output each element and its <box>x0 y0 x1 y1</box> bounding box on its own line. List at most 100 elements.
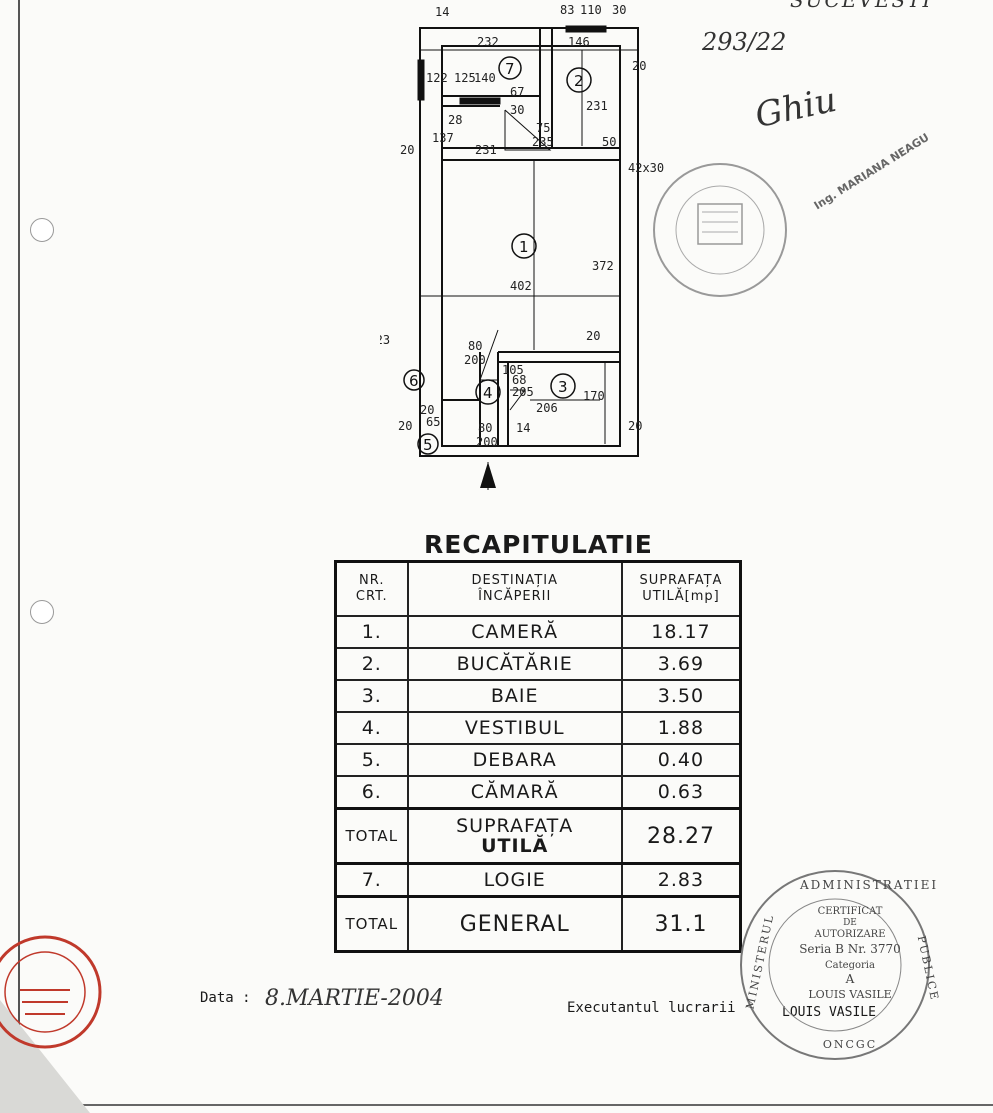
room-number: 1 <box>519 238 529 256</box>
row-room: CĂMARĂ <box>406 775 623 810</box>
room-number: 3 <box>558 378 568 396</box>
engineer-stamp: Ing. MARIANA NEAGU <box>811 130 932 213</box>
corner-text: SUCEVESTI <box>790 0 933 12</box>
total-label: TOTAL <box>334 807 409 865</box>
row-area: 0.63 <box>620 775 742 810</box>
page-edge-bottom <box>0 1104 993 1106</box>
dim-label: 140 <box>474 71 496 85</box>
executant-label: Executantul lucrarii <box>567 1000 736 1016</box>
page-edge-left <box>18 0 20 1113</box>
stamp-line: Seria B Nr. 3770 <box>799 942 901 956</box>
cadastre-seal <box>653 163 787 297</box>
dim-label: 80 <box>478 421 492 435</box>
dim-label: 231 <box>586 99 608 113</box>
dim-label: 50 <box>602 135 616 149</box>
dim-label: 125 <box>454 71 476 85</box>
room-number: 2 <box>574 72 584 90</box>
row-area: 1.88 <box>620 711 742 745</box>
outer-wall <box>419 27 639 457</box>
dim-label: 20 <box>420 403 434 417</box>
stamp-line: A <box>845 972 855 986</box>
inner-wall <box>441 45 621 447</box>
dim-label: 75 <box>536 121 550 135</box>
dim-label: 65 <box>426 415 440 429</box>
dim-label: 68 <box>512 373 526 387</box>
loggia-row: 7. LOGIE 2.83 <box>334 862 742 898</box>
entrance-arrow <box>480 462 496 490</box>
row-nr: 1. <box>334 615 409 649</box>
dim-label: 20 <box>400 143 414 157</box>
dim-label: 372 <box>592 259 614 273</box>
handwritten-reference: 293/22 <box>702 28 787 56</box>
dim-label: 14 <box>516 421 530 435</box>
executant-name: LOUIS VASILE <box>782 1005 876 1020</box>
dim-label: 80 <box>468 339 482 353</box>
signature: Ghiu <box>751 79 841 137</box>
total-useful-area: 28.27 <box>620 807 742 865</box>
dim-label: 20 <box>398 419 412 433</box>
row-room: BUCĂTĂRIE <box>406 647 623 681</box>
dim-label: 402 <box>510 279 532 293</box>
room-number: 6 <box>409 372 419 390</box>
dim-label: 42x30 <box>628 161 664 175</box>
row-area: 3.50 <box>620 679 742 713</box>
dim-label: 83 <box>560 3 574 17</box>
dim-label: 206 <box>536 401 558 415</box>
row-nr: 3. <box>334 679 409 713</box>
row-nr: 6. <box>334 775 409 810</box>
dim-label: 14 <box>435 5 449 19</box>
floor-plan: 232 146 14 83 110 30 122 125 140 28 137 … <box>380 3 664 490</box>
row-room: DEBARA <box>406 743 623 777</box>
certificate-stamp <box>740 870 930 1060</box>
stamp-line: Categoria <box>825 960 875 971</box>
dim-label: 200 <box>464 353 486 367</box>
row-area: 0.40 <box>620 743 742 777</box>
dim-label: 200 <box>476 435 498 449</box>
dim-label: 232 <box>477 35 499 49</box>
row-area: 3.69 <box>620 647 742 681</box>
total-general-row: TOTAL GENERAL 31.1 <box>334 895 742 953</box>
dim-label: 205 <box>512 385 534 399</box>
dim-label: 231 <box>475 143 497 157</box>
red-stamp <box>0 935 102 1049</box>
total-label: TOTAL <box>334 895 409 953</box>
dim-label: 30 <box>510 103 524 117</box>
stamp-ring-bottom: ONCGC <box>822 1038 878 1051</box>
row-room: LOGIE <box>406 862 623 898</box>
row-room: VESTIBUL <box>406 711 623 745</box>
dim-label: 146 <box>568 35 590 49</box>
dim-label: 110 <box>580 3 602 17</box>
row-nr: 7. <box>334 862 409 898</box>
dim-label: 28 <box>448 113 462 127</box>
room-number: 4 <box>483 384 493 402</box>
stamp-line: LOUIS VASILE <box>808 988 892 1001</box>
room-number: 5 <box>423 436 433 454</box>
stamp-line: CERTIFICAT <box>817 906 883 917</box>
dim-label: 20 <box>628 419 642 433</box>
dim-label: 170 <box>583 389 605 403</box>
dim-label: 235 <box>532 135 554 149</box>
total-general-area: 31.1 <box>620 895 742 953</box>
total-general-name: GENERAL <box>406 895 623 953</box>
punch-hole <box>30 218 54 242</box>
dim-label: 137 <box>432 131 454 145</box>
row-room: CAMERĂ <box>406 615 623 649</box>
dim-label: 20 <box>586 329 600 343</box>
stamp-ring-top: ADMINISTRATIEI <box>800 878 939 892</box>
row-nr: 5. <box>334 743 409 777</box>
date-value: 8.MARTIE-2004 <box>265 986 444 1011</box>
dim-label: 105 <box>502 363 524 377</box>
dim-label: 36x23 <box>380 333 390 347</box>
dim-label: 30 <box>612 3 626 17</box>
